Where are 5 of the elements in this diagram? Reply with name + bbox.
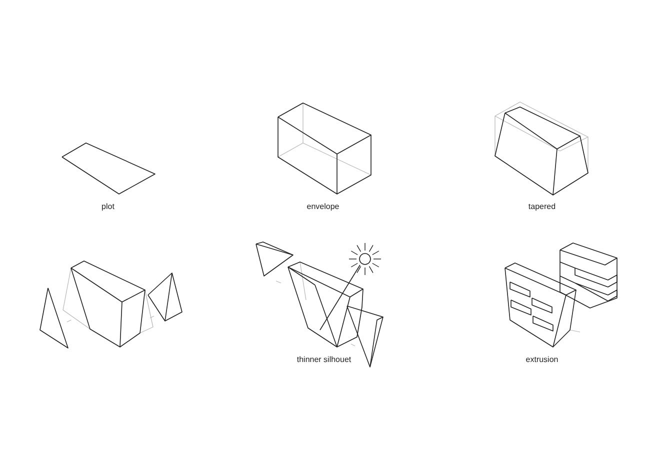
- sketch-label: envelope: [306, 202, 340, 212]
- sketch-label: thinner silhouet: [296, 355, 352, 365]
- sketch-label: plot: [102, 202, 114, 212]
- sketch-label: extrusion: [526, 355, 558, 365]
- sketch-label: tapered: [528, 202, 556, 212]
